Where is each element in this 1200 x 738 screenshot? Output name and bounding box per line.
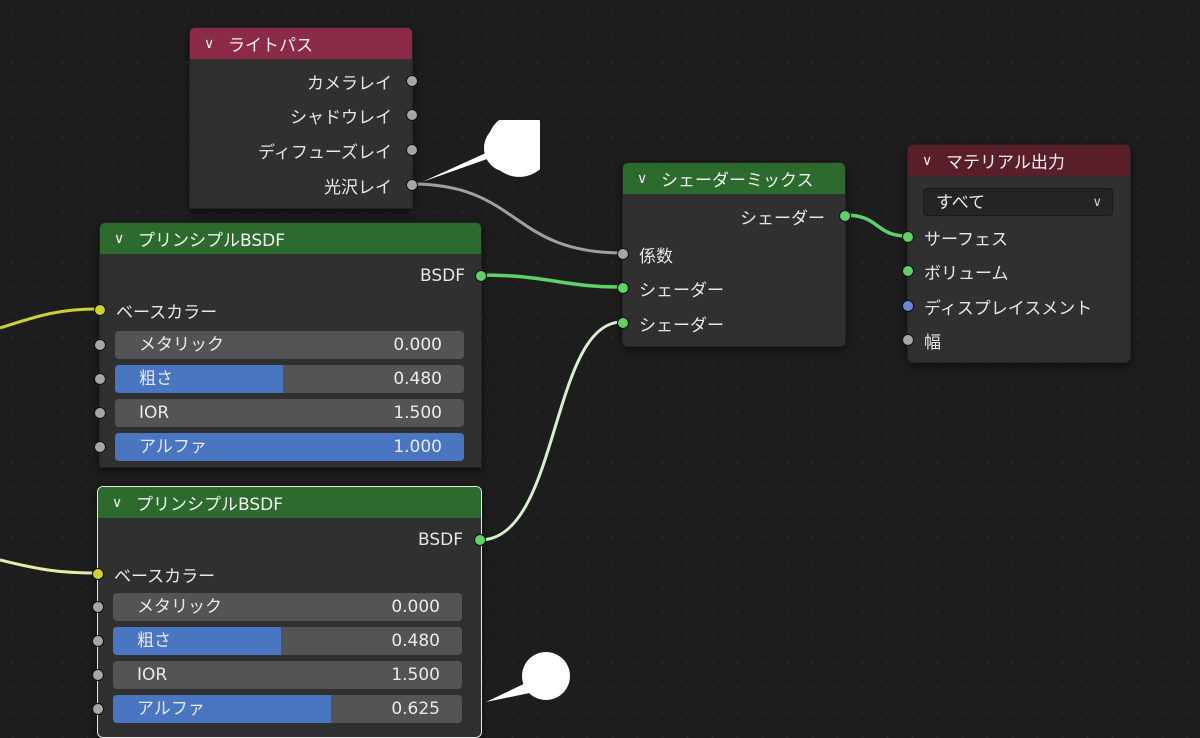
input-displacement: ディスプレイスメント xyxy=(924,298,1093,319)
metallic-slider[interactable]: メタリック 0.000 xyxy=(115,331,464,359)
chevron-down-icon[interactable]: ∨ xyxy=(922,152,933,169)
output-shader: シェーダー xyxy=(740,208,825,229)
slider-fill xyxy=(115,365,283,393)
socket-roughness[interactable] xyxy=(94,373,106,385)
socket-base-color[interactable] xyxy=(92,568,104,580)
socket-mix-output[interactable] xyxy=(839,210,851,222)
chevron-down-icon[interactable]: ∨ xyxy=(114,230,125,247)
node-title: ライトパス xyxy=(228,36,313,56)
dropdown-arrow-icon: ∨ xyxy=(1092,195,1102,210)
link-color-to-bsdf2 xyxy=(0,558,99,575)
principled-bsdf-node-1[interactable]: ∨ プリンシプルBSDF BSDF ベースカラー メタリック 0.000 粗さ … xyxy=(94,222,487,468)
input-width: 幅 xyxy=(924,332,941,353)
chevron-down-icon[interactable]: ∨ xyxy=(112,494,123,511)
socket-diffuse-ray[interactable] xyxy=(406,144,418,156)
alpha-slider[interactable]: アルファ 0.625 xyxy=(113,695,462,723)
socket-roughness[interactable] xyxy=(92,635,104,647)
ior-field[interactable]: IOR 1.500 xyxy=(113,661,462,689)
speech-bubble-icon xyxy=(486,652,570,702)
socket-bsdf-output[interactable] xyxy=(474,534,486,546)
light-path-header[interactable]: ∨ ライトパス xyxy=(190,28,412,59)
output-shadow-ray: シャドウレイ xyxy=(290,107,392,128)
mix-shader-node[interactable]: ∨ シェーダーミックス シェーダー 係数 シェーダー シェーダー xyxy=(617,162,851,347)
socket-alpha[interactable] xyxy=(94,441,106,453)
link-color-to-bsdf1 xyxy=(0,307,99,330)
mix-shader-header[interactable]: ∨ シェーダーミックス xyxy=(623,163,845,194)
socket-shader-1[interactable] xyxy=(617,282,629,294)
chevron-down-icon[interactable]: ∨ xyxy=(637,170,648,187)
socket-surface[interactable] xyxy=(902,231,914,243)
metallic-slider[interactable]: メタリック 0.000 xyxy=(113,593,462,621)
socket-width[interactable] xyxy=(902,334,914,346)
output-bsdf: BSDF xyxy=(417,530,463,550)
socket-displacement[interactable] xyxy=(902,300,914,312)
input-factor: 係数 xyxy=(639,246,673,267)
ior-field[interactable]: IOR 1.500 xyxy=(115,399,464,427)
output-diffuse-ray: ディフューズレイ xyxy=(258,142,392,163)
socket-shader-2[interactable] xyxy=(617,317,629,329)
input-volume: ボリューム xyxy=(924,263,1009,284)
material-output-node[interactable]: ∨ マテリアル出力 すべて ∨ サーフェス ボリューム ディスプレイスメント 幅 xyxy=(902,144,1131,363)
input-shader-2: シェーダー xyxy=(639,315,724,336)
bsdf-2-header[interactable]: ∨ プリンシプルBSDF xyxy=(98,487,481,518)
roughness-slider[interactable]: 粗さ 0.480 xyxy=(113,627,462,655)
socket-shadow-ray[interactable] xyxy=(406,109,418,121)
input-shader-1: シェーダー xyxy=(639,280,724,301)
node-title: マテリアル出力 xyxy=(946,153,1065,173)
output-glossy-ray: 光沢レイ xyxy=(324,177,392,198)
socket-metallic[interactable] xyxy=(94,339,106,351)
light-path-node[interactable]: ∨ ライトパス カメラレイ シャドウレイ ディフューズレイ 光沢レイ xyxy=(189,27,418,209)
slider-fill xyxy=(113,695,332,723)
node-title: プリンシプルBSDF xyxy=(138,231,286,251)
material-output-header[interactable]: ∨ マテリアル出力 xyxy=(908,145,1130,176)
render-target-dropdown[interactable]: すべて ∨ xyxy=(923,188,1113,216)
link-bsdf2-to-shader xyxy=(479,320,623,542)
slider-fill xyxy=(113,627,281,655)
input-surface: サーフェス xyxy=(924,229,1008,250)
slider-fill xyxy=(115,433,464,461)
output-camera-ray: カメラレイ xyxy=(307,73,392,94)
principled-bsdf-node-2[interactable]: ∨ プリンシプルBSDF BSDF ベースカラー メタリック 0.000 粗さ … xyxy=(92,486,486,738)
socket-bsdf-output[interactable] xyxy=(475,270,487,282)
roughness-slider[interactable]: 粗さ 0.480 xyxy=(115,365,464,393)
link-mix-to-surface xyxy=(844,213,908,238)
socket-ior[interactable] xyxy=(94,407,106,419)
chevron-down-icon[interactable]: ∨ xyxy=(204,35,215,52)
node-title: プリンシプルBSDF xyxy=(136,495,284,515)
speech-bubble-icon xyxy=(422,120,540,182)
socket-glossy-ray[interactable] xyxy=(406,179,418,191)
socket-metallic[interactable] xyxy=(92,601,104,613)
alpha-slider[interactable]: アルファ 1.000 xyxy=(115,433,464,461)
socket-base-color[interactable] xyxy=(94,304,106,316)
output-bsdf: BSDF xyxy=(419,266,465,286)
input-base-color: ベースカラー xyxy=(114,566,216,587)
socket-ior[interactable] xyxy=(92,669,104,681)
socket-alpha[interactable] xyxy=(92,703,104,715)
link-bsdf1-to-shader xyxy=(479,273,623,289)
socket-volume[interactable] xyxy=(902,265,914,277)
node-title: シェーダーミックス xyxy=(661,171,814,191)
socket-camera-ray[interactable] xyxy=(406,75,418,87)
bsdf-1-header[interactable]: ∨ プリンシプルBSDF xyxy=(100,223,481,254)
socket-factor[interactable] xyxy=(617,248,629,260)
input-base-color: ベースカラー xyxy=(116,302,218,323)
